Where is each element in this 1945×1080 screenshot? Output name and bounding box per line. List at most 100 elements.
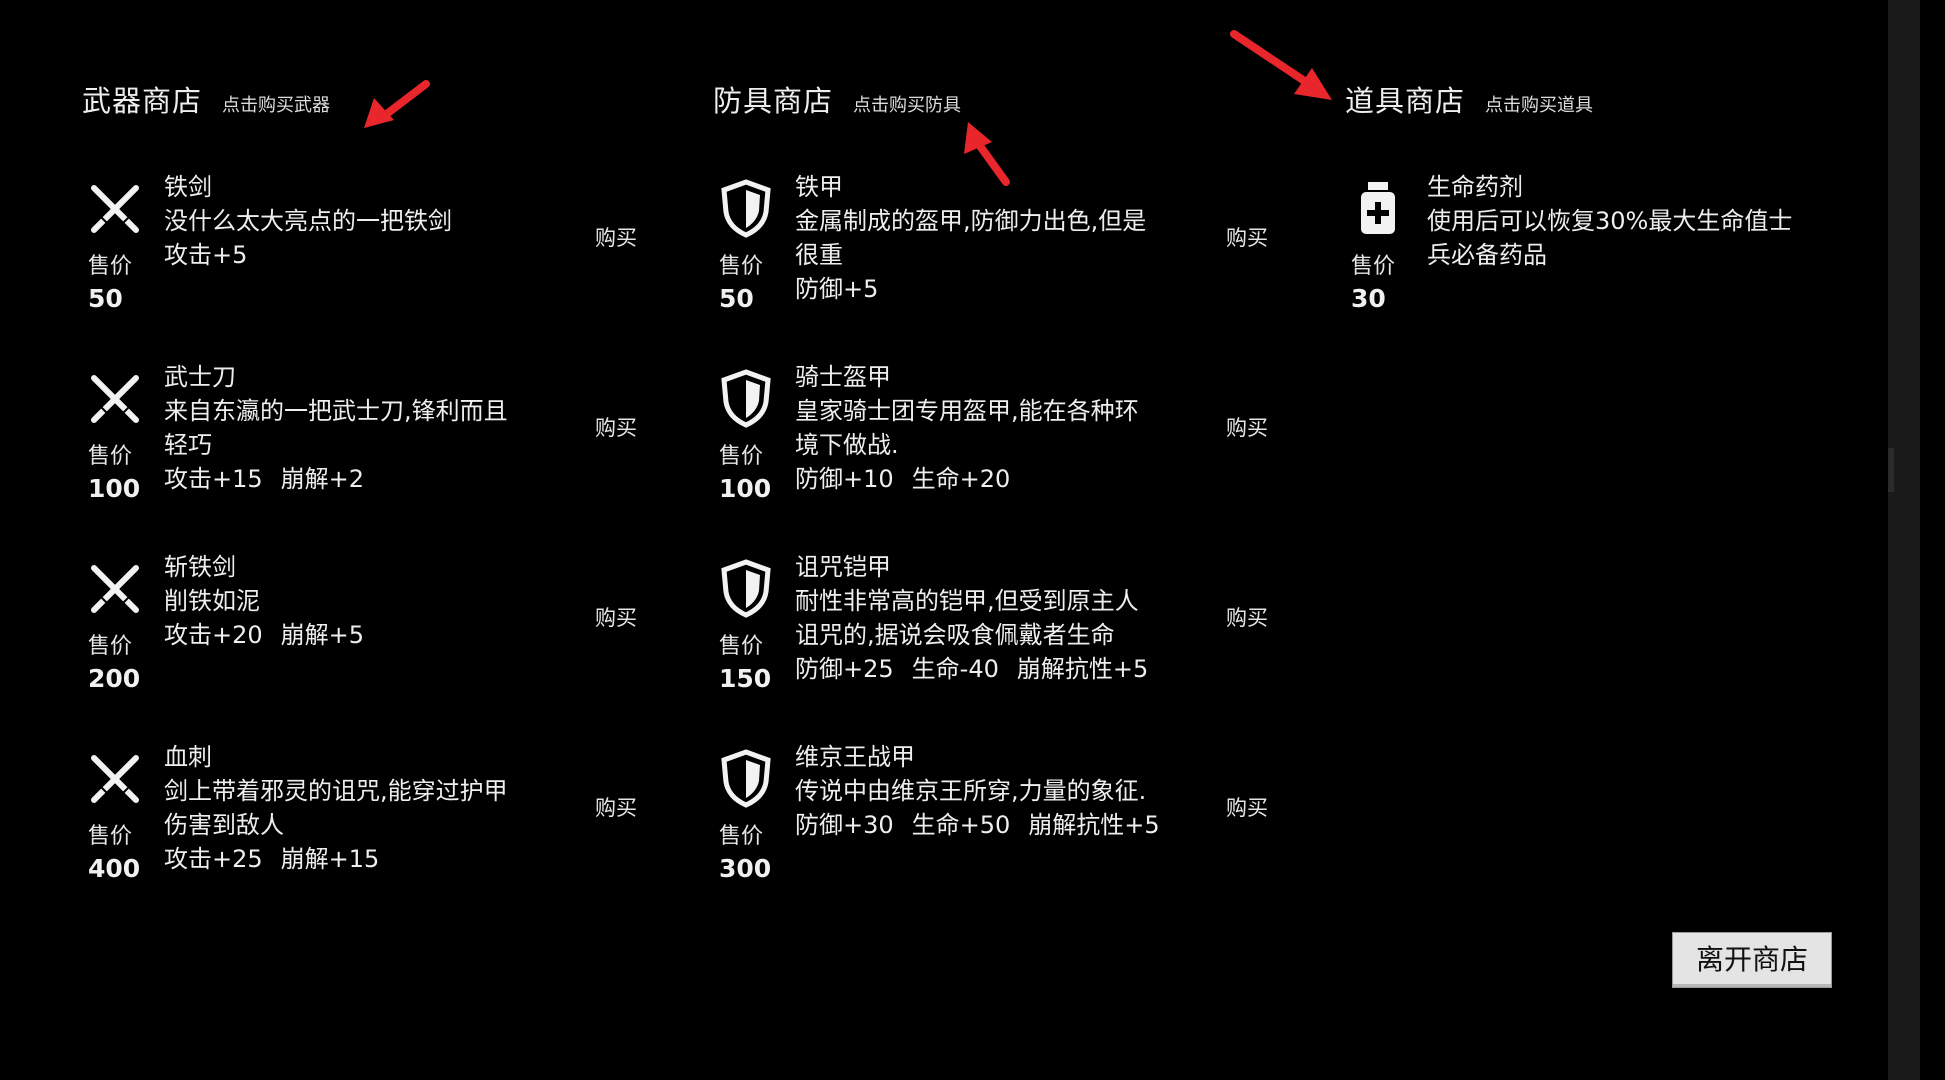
- item-list[interactable]: 售价 30 生命药剂使用后可以恢复30%最大生命值士兵必备药品: [1345, 170, 1945, 864]
- item-name: 骑士盔甲: [795, 363, 891, 391]
- price-label: 售价: [719, 824, 764, 849]
- item-price: 300: [719, 854, 772, 883]
- weapon-shop-header: 武器商店 点击购买武器: [82, 78, 330, 122]
- item-stat: 攻击+15: [164, 465, 263, 493]
- buy-button[interactable]: 购买: [595, 226, 637, 250]
- item-stat: 防御+5: [795, 275, 879, 303]
- price-label: 售价: [1351, 254, 1396, 279]
- item-name: 铁剑: [164, 173, 212, 201]
- armor-shop-hint: 点击购买防具: [853, 95, 962, 116]
- item-name: 血刺: [164, 743, 212, 771]
- item-price: 400: [88, 854, 141, 883]
- potion-icon: [1351, 178, 1405, 238]
- crossed-swords-icon: [88, 748, 142, 808]
- shield-icon: [719, 558, 773, 618]
- item-stats: 攻击+5: [164, 238, 594, 272]
- item-shop-column: 道具商店 点击购买道具 售价 30 生命药剂使用后可以恢复30%最大生命值士兵必备药…: [1345, 0, 1945, 1080]
- item-description-line: 很重: [795, 241, 843, 269]
- price-label: 售价: [88, 444, 133, 469]
- item-shop-header: 道具商店 点击购买道具: [1345, 78, 1593, 122]
- item-price: 100: [719, 474, 772, 503]
- item-description-line: 传说中由维京王所穿,力量的象征.: [795, 777, 1147, 805]
- item-description-line: 使用后可以恢复30%最大生命值士: [1427, 207, 1793, 235]
- leave-shop-button[interactable]: 离开商店: [1672, 932, 1832, 988]
- item-name: 维京王战甲: [795, 743, 915, 771]
- right-edge-bar: [1888, 0, 1920, 1080]
- item-shop-hint: 点击购买道具: [1485, 95, 1594, 116]
- price-label: 售价: [88, 634, 133, 659]
- item-stats: 防御+10 生命+20: [795, 462, 1225, 496]
- item-description-line: 轻巧: [164, 431, 212, 459]
- armor-shop-header: 防具商店 点击购买防具: [713, 78, 961, 122]
- item-stats: 防御+30 生命+50 崩解抗性+5: [795, 808, 1225, 842]
- item-price: 50: [719, 284, 754, 313]
- scroll-tick: [1888, 448, 1894, 492]
- item-stat: 生命-40: [911, 655, 999, 683]
- item-stat: 攻击+20: [164, 621, 263, 649]
- item-stat: 崩解抗性+5: [1016, 655, 1149, 683]
- armor-shop-title: 防具商店: [713, 84, 834, 118]
- buy-button[interactable]: 购买: [1226, 416, 1268, 440]
- item-stat: 崩解+5: [280, 621, 365, 649]
- shield-icon: [719, 368, 773, 428]
- shield-icon: [719, 178, 773, 238]
- item-stat: 生命+50: [911, 811, 1011, 839]
- buy-button[interactable]: 购买: [595, 796, 637, 820]
- item-name: 铁甲: [795, 173, 843, 201]
- item-description-line: 境下做战.: [795, 431, 899, 459]
- crossed-swords-icon: [88, 368, 142, 428]
- buy-button[interactable]: 购买: [1226, 226, 1268, 250]
- item-description-line: 兵必备药品: [1427, 241, 1547, 269]
- item-info: 骑士盔甲皇家骑士团专用盔甲,能在各种环境下做战. 防御+10 生命+20: [795, 360, 1225, 496]
- item-name: 生命药剂: [1427, 173, 1523, 201]
- item-stats: 攻击+20 崩解+5: [164, 618, 594, 652]
- item-price: 200: [88, 664, 141, 693]
- item-stat: 防御+30: [795, 811, 894, 839]
- item-info: 铁甲金属制成的盔甲,防御力出色,但是很重防御+5: [795, 170, 1225, 306]
- item-stat: 攻击+5: [164, 241, 248, 269]
- item-stats: 攻击+25 崩解+15: [164, 842, 594, 876]
- buy-button[interactable]: 购买: [1226, 606, 1268, 630]
- item-shop-title: 道具商店: [1345, 84, 1466, 118]
- item-shop-item[interactable]: 售价 30 生命药剂使用后可以恢复30%最大生命值士兵必备药品: [1345, 170, 1945, 360]
- crossed-swords-icon: [88, 178, 142, 238]
- buy-button[interactable]: 购买: [595, 416, 637, 440]
- item-name: 斩铁剑: [164, 553, 236, 581]
- buy-button[interactable]: 购买: [1226, 796, 1268, 820]
- buy-button[interactable]: 购买: [595, 606, 637, 630]
- item-description-line: 来自东瀛的一把武士刀,锋利而且: [164, 397, 508, 425]
- armor-shop-item[interactable]: 售价 100 骑士盔甲皇家骑士团专用盔甲,能在各种环境下做战. 防御+10 生命+20 购…: [713, 360, 1313, 550]
- item-stat: 崩解抗性+5: [1028, 811, 1160, 839]
- weapon-shop-hint: 点击购买武器: [222, 95, 331, 116]
- weapon-shop-title: 武器商店: [82, 84, 203, 118]
- price-label: 售价: [719, 444, 764, 469]
- item-stat: 生命+20: [911, 465, 1011, 493]
- price-label: 售价: [719, 254, 764, 279]
- armor-shop-item[interactable]: 售价 300 维京王战甲传说中由维京王所穿,力量的象征. 防御+30 生命+50 崩解抗性…: [713, 740, 1313, 930]
- item-price: 30: [1351, 284, 1386, 313]
- item-description-line: 皇家骑士团专用盔甲,能在各种环: [795, 397, 1139, 425]
- item-stat: 崩解+15: [280, 845, 380, 873]
- price-label: 售价: [88, 254, 133, 279]
- item-description-line: 诅咒的,据说会吸食佩戴者生命: [795, 621, 1115, 649]
- item-stat: 防御+10: [795, 465, 894, 493]
- item-price: 150: [719, 664, 772, 693]
- price-label: 售价: [719, 634, 764, 659]
- shield-icon: [719, 748, 773, 808]
- item-stat: 防御+25: [795, 655, 894, 683]
- item-stat: 攻击+25: [164, 845, 263, 873]
- item-info: 铁剑没什么太大亮点的一把铁剑攻击+5: [164, 170, 594, 272]
- item-info: 生命药剂使用后可以恢复30%最大生命值士兵必备药品: [1427, 170, 1837, 272]
